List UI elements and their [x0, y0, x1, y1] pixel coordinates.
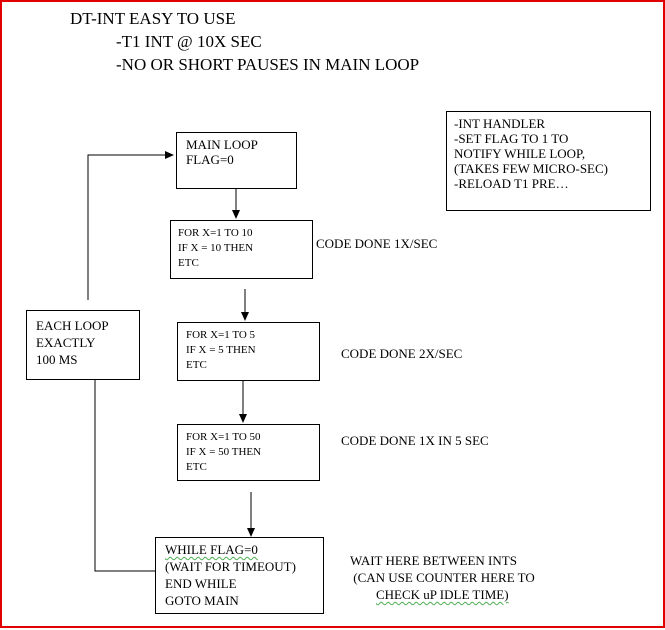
while-line-2: (WAIT FOR TIMEOUT): [165, 559, 296, 574]
int-handler-line-2: -SET FLAG TO 1 TO: [454, 131, 569, 146]
while-line-1: WHILE FLAG=0: [165, 542, 258, 557]
title-line-1: DT-INT EASY TO USE: [70, 9, 236, 28]
each-loop-box: EACH LOOP EXACTLY 100 MS: [26, 310, 140, 380]
code-block-3-line-1: FOR X=1 TO 50: [186, 431, 261, 443]
int-handler-line-3: NOTIFY WHILE LOOP,: [454, 146, 586, 161]
main-loop-box: MAIN LOOP FLAG=0: [176, 132, 297, 189]
int-handler-line-4: (TAKES FEW MICRO-SEC): [454, 161, 609, 176]
each-loop-line-1: EACH LOOP: [36, 318, 109, 333]
each-loop-line-3: 100 MS: [36, 352, 78, 367]
code-block-2-line-2: IF X = 5 THEN: [186, 344, 256, 356]
int-handler-line-5: -RELOAD T1 PRE…: [454, 176, 569, 191]
line-while-to-each-loop: [94, 379, 155, 572]
wait-note-line-2: (CAN USE COUNTER HERE TO: [350, 570, 535, 585]
code-block-2-line-3: ETC: [186, 359, 207, 371]
title-line-3: -NO OR SHORT PAUSES IN MAIN LOOP: [116, 55, 420, 74]
main-loop-flag: FLAG=0: [186, 152, 234, 167]
code-block-3: FOR X=1 TO 50 IF X = 50 THEN ETC: [177, 424, 320, 481]
code-block-1-line-2: IF X = 10 THEN: [178, 242, 254, 254]
code-block-2-line-1: FOR X=1 TO 5: [186, 329, 256, 341]
while-line-4: GOTO MAIN: [165, 593, 239, 608]
code-block-1-line-3: ETC: [178, 257, 199, 269]
code-block-2: FOR X=1 TO 5 IF X = 5 THEN ETC: [177, 322, 320, 381]
arrow-loop-back-to-main: [87, 151, 174, 300]
while-loop-box: WHILE FLAG=0 (WAIT FOR TIMEOUT) END WHIL…: [155, 537, 324, 614]
main-loop-label: MAIN LOOP: [186, 137, 258, 152]
code-block-1-line-1: FOR X=1 TO 10: [178, 227, 253, 239]
wait-note-line-1: WAIT HERE BETWEEN INTS: [350, 553, 517, 568]
title-line-2: -T1 INT @ 10X SEC: [116, 32, 262, 51]
wait-note: WAIT HERE BETWEEN INTS (CAN USE COUNTER …: [350, 552, 535, 603]
code-block-1-annotation: CODE DONE 1X/SEC: [316, 236, 438, 251]
code-block-1: FOR X=1 TO 10 IF X = 10 THEN ETC: [170, 220, 313, 279]
code-block-3-annotation: CODE DONE 1X IN 5 SEC: [341, 433, 489, 448]
while-line-3: END WHILE: [165, 576, 237, 591]
int-handler-box: -INT HANDLER -SET FLAG TO 1 TO NOTIFY WH…: [446, 111, 651, 211]
each-loop-line-2: EXACTLY: [36, 335, 96, 350]
code-block-3-line-2: IF X = 50 THEN: [186, 446, 262, 458]
code-block-3-line-3: ETC: [186, 461, 207, 473]
wait-note-line-3: CHECK uP IDLE TIME): [376, 587, 509, 602]
int-handler-line-1: -INT HANDLER: [454, 116, 546, 131]
code-block-2-annotation: CODE DONE 2X/SEC: [341, 346, 463, 361]
